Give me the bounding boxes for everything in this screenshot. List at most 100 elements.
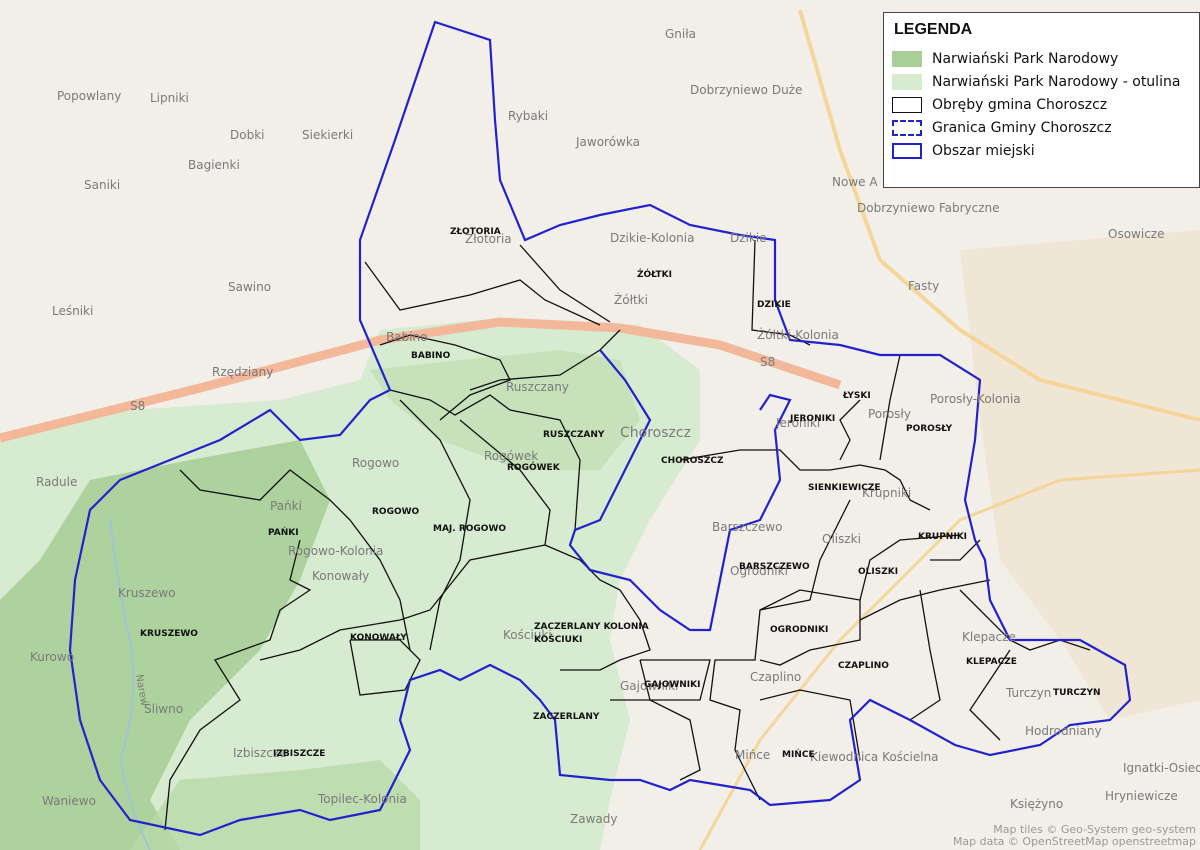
place-label: Nowe A (832, 175, 878, 189)
park-swatch (892, 50, 922, 67)
granica-swatch (892, 119, 922, 136)
obreby-swatch (892, 96, 922, 113)
place-label: Turczyn (1005, 686, 1051, 700)
obreb-label: ZACZERLANY (533, 712, 600, 722)
place-label: Popowlany (57, 89, 121, 103)
place-label: Klepacze (962, 630, 1016, 644)
place-label: Dobrzyniewo Duże (690, 83, 802, 97)
place-label: Hodrodniany (1025, 724, 1102, 738)
obreb-label: TURCZYN (1053, 688, 1101, 698)
place-label: Rzędziany (212, 365, 273, 379)
place-label: Śliwno (144, 701, 183, 716)
legend-item-label: Narwiański Park Narodowy - otulina (932, 73, 1181, 90)
place-label: Rogówek (484, 449, 538, 463)
obreb-label: POROSŁY (906, 424, 953, 434)
obreb-label: ROGOWO (372, 507, 420, 517)
place-label: Waniewo (42, 794, 96, 808)
place-label: Rogowo (352, 456, 399, 470)
obreb-label: GAJOWNIKI (644, 680, 700, 690)
obreb-label: KLEPACZE (966, 657, 1017, 667)
place-label: Jeroniki (775, 416, 820, 430)
place-label: S8 (760, 355, 775, 369)
legend-item-obszar: Obszar miejski (892, 139, 1191, 162)
legend-item-granica: Granica Gminy Choroszcz (892, 116, 1191, 139)
place-label: Dzikie (730, 231, 767, 245)
place-label: Lipniki (150, 91, 189, 105)
place-label: Izbiszcze (233, 746, 287, 760)
municipality-boundary (68, 20, 1132, 837)
place-label: Czaplino (750, 670, 801, 684)
place-label: Kurowo (30, 650, 74, 664)
attribution-line: Map data © OpenStreetMap openstreetmap (952, 835, 1196, 848)
urban-area-boundary (568, 349, 792, 632)
obreb-label: IZBISZCZE (273, 749, 325, 759)
road-secondary (698, 468, 1200, 850)
legend-item-otulina: Narwiański Park Narodowy - otulina (892, 70, 1191, 93)
national-park-area-2 (130, 760, 420, 850)
place-label: Rybaki (508, 109, 548, 123)
place-label: Osowicze (1108, 227, 1164, 241)
place-label: Księżyno (1010, 797, 1063, 811)
place-label: Dzikie-Kolonia (610, 231, 694, 245)
place-label: Choroszcz (620, 425, 691, 441)
obreb-label: DZIKIE (757, 300, 791, 310)
place-label: S8 (130, 399, 145, 413)
legend-item-label: Obręby gmina Choroszcz (932, 96, 1108, 113)
place-label: Babino (386, 330, 427, 344)
obreb-label: KONOWAŁY (350, 633, 407, 643)
place-label: Oliszki (822, 532, 861, 546)
map-legend: LEGENDA Narwiański Park Narodowy Narwiań… (883, 12, 1200, 188)
place-label: Ignatki-Osiedle (1123, 761, 1200, 775)
place-label: Porosły (868, 407, 911, 421)
place-label: Zawady (570, 812, 617, 826)
otulina-swatch (892, 73, 922, 90)
national-park-area-3 (370, 350, 640, 470)
obreb-label: ZACZERLANY KOLONIA (534, 622, 649, 632)
legend-item-park: Narwiański Park Narodowy (892, 47, 1191, 70)
place-label: Kruszewo (118, 586, 176, 600)
obreb-label: KRUSZEWO (140, 629, 198, 639)
place-label: Saniki (84, 178, 120, 192)
place-label: Narew (133, 674, 149, 707)
obreb-label: KOŚCIUKI (534, 633, 582, 645)
place-label: Ruszczany (506, 380, 569, 394)
place-label: Konowały (312, 569, 369, 583)
legend-item-label: Obszar miejski (932, 142, 1035, 159)
place-label: Porosły-Kolonia (930, 392, 1021, 406)
place-label: Hryniewicze (1105, 789, 1178, 803)
obreb-label: BARSZCZEWO (739, 562, 810, 572)
place-label: Kościuki (503, 628, 552, 642)
place-label: Kiewodnica Kościelna (810, 750, 939, 764)
legend-title: LEGENDA (894, 21, 973, 38)
place-label: Dobrzyniewo Fabryczne (857, 201, 1000, 215)
legend-item-label: Narwiański Park Narodowy (932, 50, 1119, 67)
place-label: Gniła (665, 27, 696, 41)
obreb-label: MIŃCE (782, 748, 815, 760)
place-label: Barszczewo (712, 520, 783, 534)
obreb-label: SIENKIEWICZE (808, 483, 881, 493)
obreby-labels: ZŁOTORIA ŻÓŁTKI DZIKIE BABINO ŁYSKI JERO… (140, 227, 1101, 760)
place-label: Złotoria (465, 232, 512, 246)
place-label: Żółtki-Kolonia (757, 327, 839, 342)
place-label: Sawino (228, 280, 271, 294)
place-label: Gajowniki (620, 679, 678, 693)
obreb-label: ZŁOTORIA (450, 227, 501, 237)
road-main (798, 9, 1200, 422)
obreb-label: ŁYSKI (842, 391, 871, 401)
river-narew (109, 519, 151, 850)
obreb-label: JERONIKI (789, 414, 835, 424)
legend-item-label: Granica Gminy Choroszcz (932, 119, 1112, 136)
obreb-label: PAŃKI (268, 526, 299, 538)
obreb-label: KRUPNIKI (918, 532, 967, 542)
obreb-label: CZAPLINO (838, 661, 889, 671)
place-label: Topilec-Kolonia (317, 792, 407, 806)
obreb-label: ROGÓWEK (507, 461, 561, 473)
obreb-label: ŻÓŁTKI (637, 268, 672, 280)
urban-area (960, 230, 1200, 720)
place-label: Jaworówka (575, 135, 640, 149)
place-label: Pańki (270, 499, 302, 513)
obreb-label: OGRODNIKI (770, 625, 828, 635)
place-label: Ogrodniki (730, 564, 788, 578)
place-label: Żółtki (614, 292, 648, 307)
road-s8 (0, 317, 842, 443)
